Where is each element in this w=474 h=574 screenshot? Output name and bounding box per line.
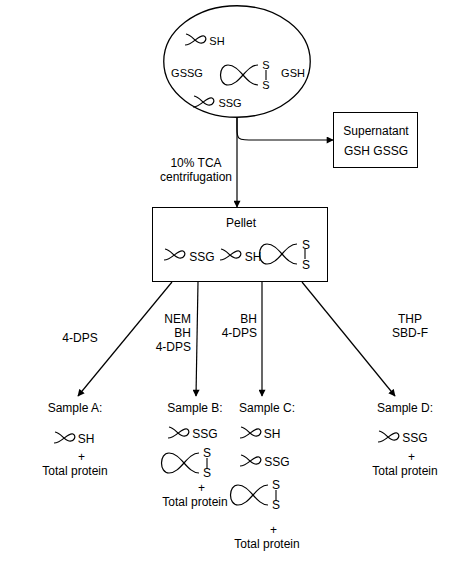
protein-symbol (162, 453, 208, 473)
connector-arrow (236, 118, 237, 207)
protein-chain (221, 65, 259, 85)
node-text: S (203, 466, 211, 480)
node-text: SSG (218, 96, 241, 110)
protein-chain (240, 455, 261, 466)
node-text: SH (78, 432, 95, 446)
node-text: S (302, 258, 310, 272)
protein-chain (168, 427, 189, 438)
edge-label: THP SBD-F (390, 312, 430, 340)
node-text: GSH GSSG (344, 144, 408, 158)
node-heading: SH (209, 34, 224, 48)
node-heading: Supernatant (343, 124, 408, 138)
edge-label: BH 4-DPS (217, 312, 257, 340)
disulfide-bond (265, 70, 266, 80)
node-heading: Sample A: (48, 401, 103, 415)
node-text: S (272, 498, 280, 512)
node-text: + Total protein (40, 450, 110, 478)
protein-symbol (240, 455, 261, 466)
node-text: + Total protein (232, 523, 302, 551)
node-text: GSH (281, 66, 305, 80)
protein-symbol (378, 431, 399, 442)
sample-group: Sample D: SSG + Total protein (360, 396, 450, 486)
protein-chain (231, 485, 269, 505)
pellet-box: PelletSSG SH SS (152, 207, 328, 282)
protein-chain (378, 431, 399, 442)
supernatant-box: SupernatantGSH GSSG (333, 112, 418, 168)
protein-symbol (193, 96, 214, 107)
protein-symbol (168, 427, 189, 438)
node-text: SH (264, 427, 281, 441)
sample-group: Sample C: SH SSG SS + Total protein (222, 396, 312, 556)
node-text: SSG (192, 427, 217, 441)
protein-chain (162, 453, 200, 473)
node-heading: Sample C: (239, 401, 295, 415)
connector-arrow (261, 282, 262, 396)
node-text: SSG (189, 250, 214, 264)
protein-symbol (240, 427, 261, 438)
sample-ellipse: SH GSSG SS GSH SSG (163, 5, 311, 118)
edge-label: 4-DPS (62, 331, 97, 345)
protein-symbol (221, 65, 267, 85)
protein-chain (193, 96, 214, 107)
node-text: S (302, 238, 310, 252)
node-text: + Total protein (370, 450, 440, 478)
edge-label: NEM BH 4-DPS (151, 312, 191, 354)
node-text: S (203, 446, 211, 460)
connector-arrow (196, 282, 198, 396)
sample-group: Sample B:SSGSS+ Total protein (150, 396, 240, 516)
protein-symbol (54, 432, 75, 443)
node-text: S (262, 78, 269, 92)
node-text: GSSG (171, 66, 203, 80)
node-heading: Sample B: (167, 401, 222, 415)
protein-symbol (231, 485, 277, 505)
node-heading: Pellet (226, 216, 256, 230)
protein-symbols (54, 34, 399, 505)
node-text: S (262, 58, 269, 72)
node-heading: Sample D: (377, 401, 433, 415)
sample-group: Sample A: SH + Total protein (30, 396, 120, 486)
node-text: SSG (402, 431, 427, 445)
node-text: SSG (264, 455, 289, 469)
edge-label: 10% TCA centrifugation (153, 156, 239, 184)
connector-arrow (302, 282, 395, 396)
ellipse-outline (164, 6, 311, 118)
protein-chain (240, 427, 261, 438)
protein-chain (54, 432, 75, 443)
node-text: + Total protein (160, 481, 230, 509)
protein-chain (185, 34, 206, 45)
protein-symbol (185, 34, 206, 45)
node-text: S (272, 478, 280, 492)
node-text: SH (245, 250, 262, 264)
connector-arrow (237, 118, 333, 140)
